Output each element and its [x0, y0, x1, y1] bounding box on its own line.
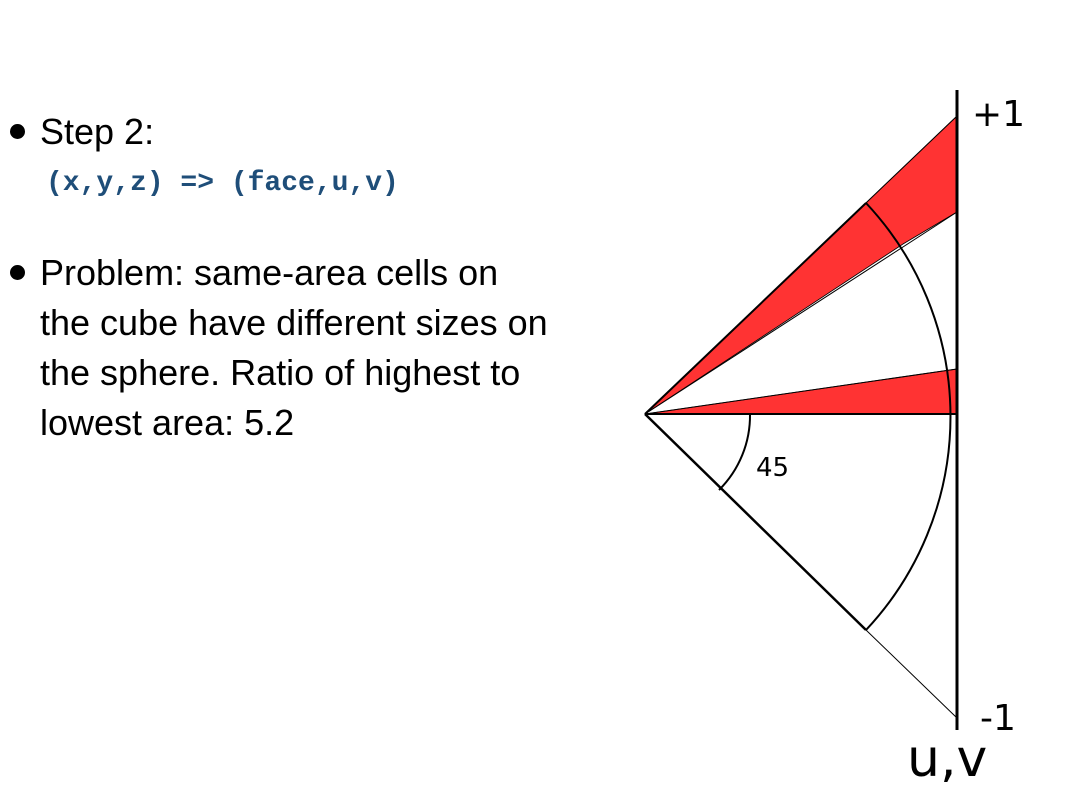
text-line: Problem: same-area cells on	[40, 252, 499, 293]
text-line: the sphere. Ratio of highest to	[40, 352, 521, 393]
ray-lower-outer	[644, 368, 958, 415]
bullet-text: Step 2:	[40, 111, 155, 152]
bullet-text: Problem: same-area cells on the cube hav…	[40, 248, 548, 448]
diagonal-extension	[865, 629, 958, 719]
bullet-dot	[10, 265, 25, 280]
sphere-arc	[865, 202, 952, 631]
angle-label: 45	[756, 453, 789, 483]
axis-label: u,v	[907, 729, 987, 789]
code-mapping: (x,y,z) => (face,u,v)	[46, 168, 399, 199]
lower-diagonal-radius	[644, 413, 867, 631]
text-line: the cube have different sizes on	[40, 302, 548, 343]
bullet-dot	[10, 124, 25, 139]
top-label: +1	[972, 94, 1025, 135]
bottom-label: -1	[980, 698, 1016, 739]
upper-diagonal-radius	[644, 202, 867, 415]
ray-upper-inner	[644, 211, 958, 415]
text-line: lowest area: 5.2	[40, 402, 295, 443]
angle-arc	[718, 413, 752, 491]
